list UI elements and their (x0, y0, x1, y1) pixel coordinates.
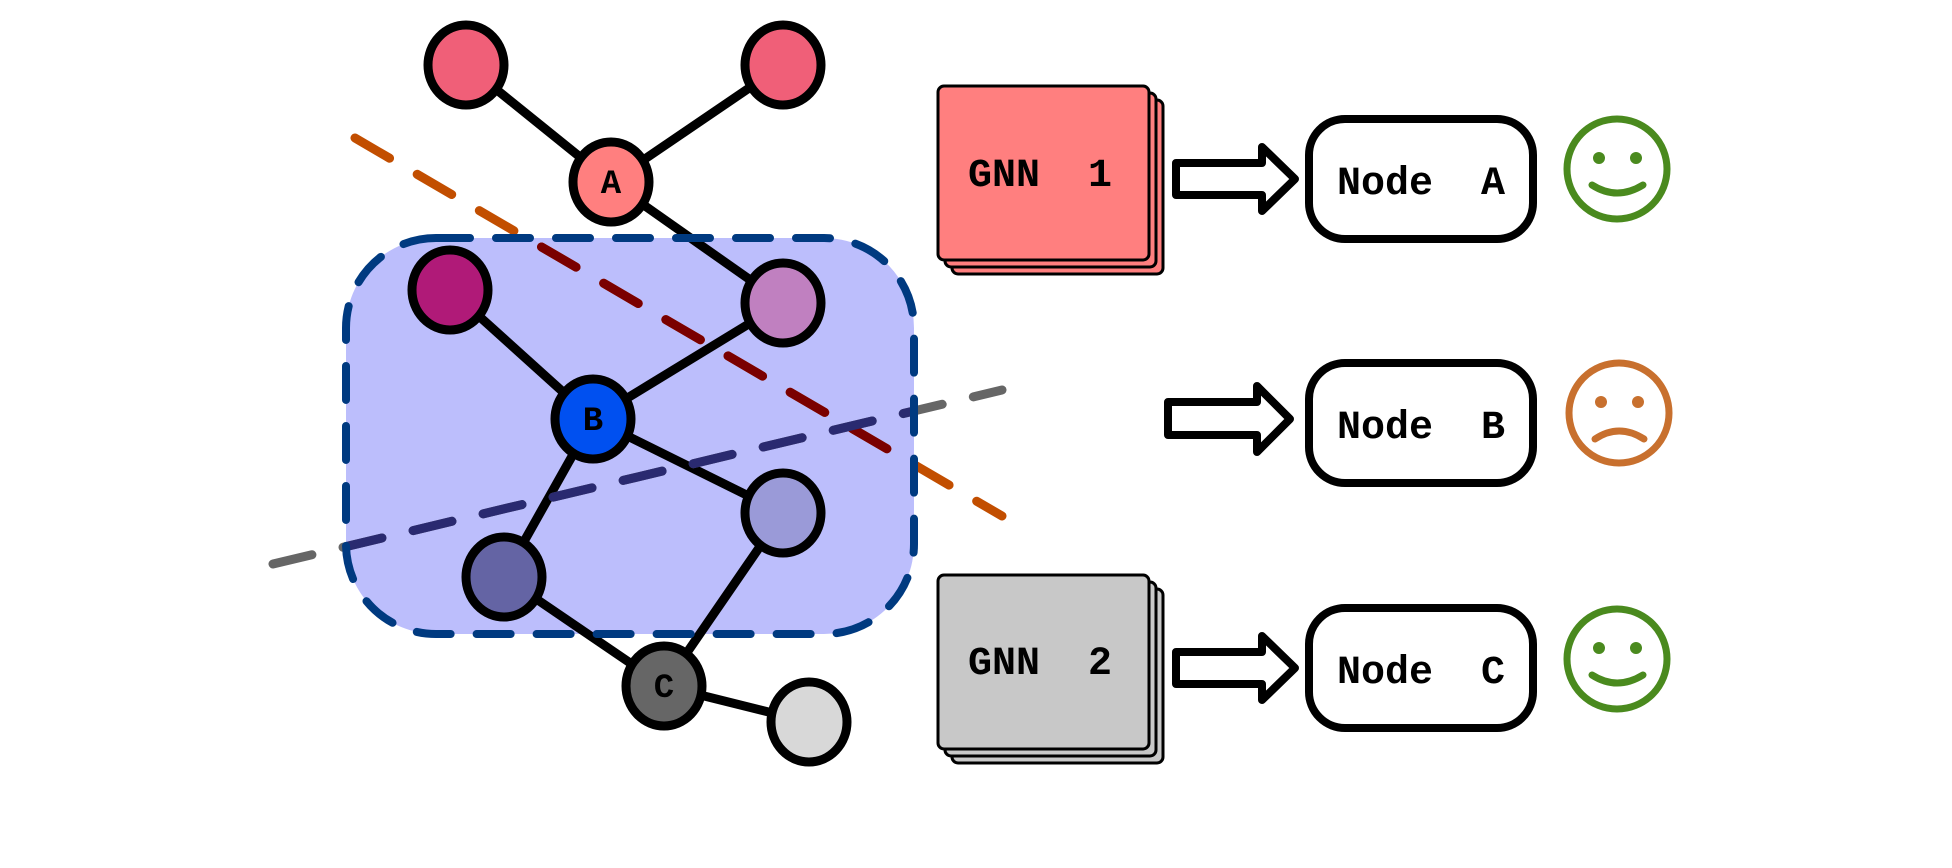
output-box (1305, 604, 1537, 732)
node-circle (407, 245, 493, 335)
output-node-b: Node B (1305, 359, 1537, 487)
neighborhood-region-border (342, 234, 918, 638)
node-circle (740, 20, 826, 110)
node-circle (423, 20, 509, 110)
graph-node-c: C (621, 641, 707, 731)
decision-boundary-line-inside (346, 385, 914, 569)
face-mouth (1588, 671, 1647, 687)
graph-node (423, 20, 509, 110)
graph-node-a: A (568, 137, 654, 227)
face-eye (1632, 396, 1644, 408)
face-eye (1630, 642, 1642, 654)
face-outline (1563, 605, 1671, 713)
arrow-right-icon (1172, 632, 1299, 704)
output-node-c: Node C (1305, 604, 1537, 732)
arrow-right-icon (1164, 382, 1294, 456)
decision-boundary-line-inside (350, 238, 914, 521)
face-eye (1593, 152, 1605, 164)
face-outline (1563, 115, 1671, 223)
face-eye (1595, 396, 1607, 408)
graph-node (740, 20, 826, 110)
gnn-2-sheet-front (936, 573, 1151, 751)
graph-node (740, 258, 826, 348)
graph-node (740, 468, 826, 558)
face-eye (1593, 642, 1605, 654)
face-outline (1565, 359, 1673, 467)
graph-node (766, 677, 852, 767)
node-circle (766, 677, 852, 767)
decision-boundaries (268, 133, 1007, 569)
node-circle (550, 374, 636, 464)
gnn-1-sheet-front (936, 84, 1151, 262)
happy-face-icon (1563, 115, 1671, 223)
gnn-2-model[interactable]: GNN 2 (936, 573, 1165, 765)
output-label: Node B (1337, 406, 1505, 451)
node-label: C (654, 670, 674, 708)
node-circle (740, 258, 826, 348)
gnn-1-model[interactable]: GNN 1 (936, 84, 1165, 276)
graph-node (407, 245, 493, 335)
gnn-1-label: GNN 1 (968, 154, 1112, 199)
node-circle (621, 641, 707, 731)
output-label: Node C (1337, 651, 1505, 696)
node-circle (461, 532, 547, 622)
output-node-a: Node A (1305, 115, 1537, 243)
sad-face-icon (1565, 359, 1673, 467)
face-mouth (1588, 181, 1647, 197)
node-label: B (583, 403, 603, 441)
graph-node (461, 532, 547, 622)
output-box (1305, 359, 1537, 487)
happy-face-icon (1563, 605, 1671, 713)
node-circle (568, 137, 654, 227)
node-circle (740, 468, 826, 558)
output-label: Node A (1337, 162, 1505, 207)
arrow-right-icon (1172, 143, 1299, 215)
node-label: A (601, 166, 622, 204)
face-mouth (1591, 427, 1648, 443)
gnn-2-label: GNN 2 (968, 642, 1112, 687)
graph-node-b: B (550, 374, 636, 464)
graph-nodes: A B C (407, 20, 852, 767)
output-box (1305, 115, 1537, 243)
face-eye (1630, 152, 1642, 164)
